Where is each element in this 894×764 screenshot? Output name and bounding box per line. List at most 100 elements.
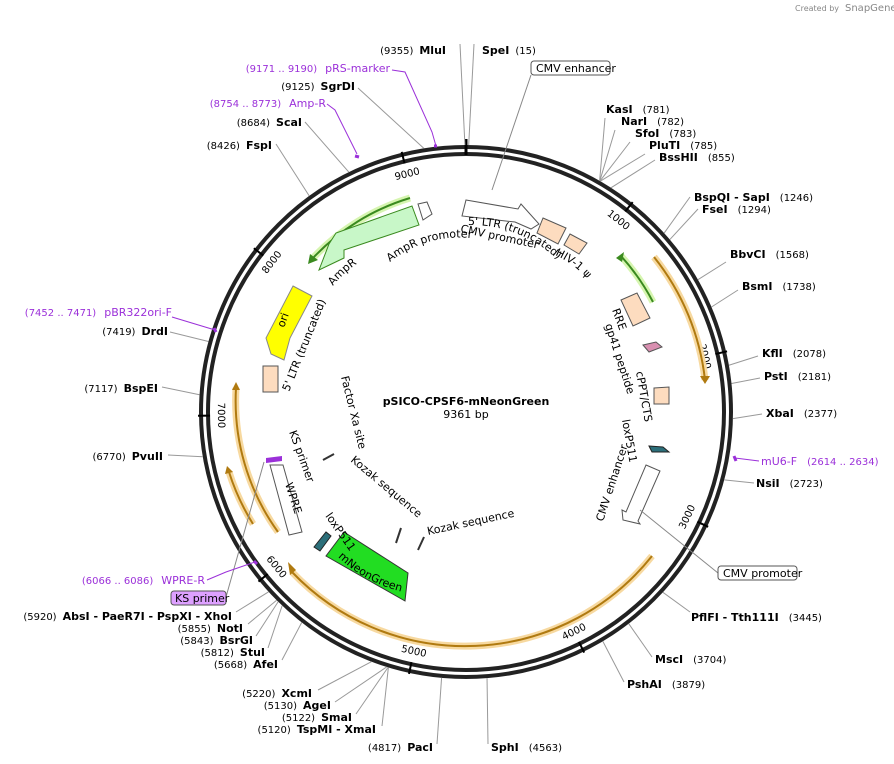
tick-mark xyxy=(578,641,586,653)
cppt-feature xyxy=(653,386,670,405)
primer-name: pRS-marker xyxy=(325,62,390,75)
primer-labels: (9171 .. 9190) pRS-marker (8754 .. 8773)A… xyxy=(25,62,879,587)
hiv-psi-feature xyxy=(563,233,588,255)
primer-name: mU6-F xyxy=(761,455,797,468)
primer-name: pBR322ori-F xyxy=(104,306,172,319)
site-leader-line xyxy=(167,454,203,458)
site-leader-line xyxy=(334,666,387,703)
site-label: (4817)PacI xyxy=(368,741,433,754)
site-label: (5220)XcmI xyxy=(242,687,312,700)
site-leader-line xyxy=(697,261,727,281)
tick-label: 9000 xyxy=(394,166,421,183)
site-leader-line xyxy=(247,599,277,625)
site-leader-line xyxy=(381,667,389,727)
site-label: PflFI - Tth111I(3445) xyxy=(691,611,822,624)
kozak2-label: Kozak sequence xyxy=(426,507,516,538)
snapgene-logo-text: SnapGene xyxy=(845,3,894,14)
site-leader-line xyxy=(669,208,699,240)
site-label: (7419)DrdI xyxy=(102,325,168,338)
site-leader-line xyxy=(728,355,759,366)
site-leader-line xyxy=(599,129,616,182)
site-leader-line xyxy=(711,289,739,308)
site-label: (9355)MluI xyxy=(380,44,446,57)
site-leader-line xyxy=(459,43,466,146)
site-label: BbvCI(1568) xyxy=(730,248,809,261)
site-label: (5812)StuI xyxy=(201,646,265,659)
cmv-enhancer-label: CMV enhancer xyxy=(593,442,630,523)
site-leader-line xyxy=(731,377,761,385)
primer-range: (2614 .. 2634) xyxy=(807,457,879,468)
site-label: PstI(2181) xyxy=(764,370,831,383)
cmv-promoter-callout-text: CMV promoter xyxy=(723,567,803,580)
site-leader-line xyxy=(724,479,755,484)
site-label: FseI(1294) xyxy=(702,203,771,216)
svg-text:(6066 .. 6086)WPRE-R: (6066 .. 6086)WPRE-R xyxy=(82,574,205,587)
site-leader-line xyxy=(357,87,425,149)
site-label: PluTI(785) xyxy=(649,139,717,152)
site-leader-line xyxy=(602,641,625,683)
svg-text:mU6-F(2614 .. 2634): mU6-F (2614 .. 2634) xyxy=(761,455,879,468)
site-leader-line xyxy=(599,141,631,182)
site-leader-line xyxy=(255,601,279,637)
tick-label: 5000 xyxy=(400,644,427,660)
primer-name: WPRE-R xyxy=(161,574,205,587)
site-leader-line xyxy=(275,143,310,197)
site-label: (5920)AbsI - PaeR7I - PspXI - XhoI xyxy=(23,610,232,623)
site-leader-line xyxy=(317,661,372,691)
tick-mark xyxy=(624,201,634,213)
gp41-label: gp41 peptide xyxy=(602,322,637,396)
site-label: NarI(782) xyxy=(621,115,684,128)
site-leader-line xyxy=(235,591,269,613)
ampr-promoter-label: AmpR promoter xyxy=(384,227,473,264)
site-leader-line xyxy=(281,622,303,661)
svg-text:(8754 .. 8773)Amp-R: (8754 .. 8773)Amp-R xyxy=(210,97,327,110)
site-label: (5668)AfeI xyxy=(214,658,278,671)
site-label: BspQI - SapI(1246) xyxy=(694,191,813,204)
site-label: SfoI(783) xyxy=(635,127,696,140)
factor-xa-feature xyxy=(322,453,335,461)
callouts: CMV enhancer CMV promoter KS primer xyxy=(170,60,803,606)
site-label: BsmI(1738) xyxy=(742,280,816,293)
site-label: (5855)NotI xyxy=(178,622,243,635)
tick-label: 7000 xyxy=(215,403,226,429)
site-label: BssHII(855) xyxy=(659,151,735,164)
ks-primer-callout-text: KS primer xyxy=(175,592,230,605)
site-leader-line xyxy=(355,667,389,715)
site-leader-line xyxy=(468,43,475,146)
credit-text: Created by xyxy=(795,4,839,13)
site-label: (8684)ScaI xyxy=(237,116,302,129)
site-label: (9125)SgrDI xyxy=(281,80,355,93)
site-leader-line xyxy=(599,117,606,181)
kozak1-label: Kozak sequence xyxy=(348,453,425,520)
tick-mark xyxy=(253,247,264,257)
cmv-promoter-feature xyxy=(461,199,540,230)
wpre-feature xyxy=(269,464,303,536)
primer-range: (7452 .. 7471) xyxy=(25,308,97,319)
site-label: (5843)BsrGI xyxy=(180,634,253,647)
cmv-enhancer-callout xyxy=(530,60,611,76)
site-labels: (9355)MluI SpeI(15) KasI(781) NarI(782) … xyxy=(23,44,837,754)
orf-arc-right xyxy=(651,254,709,381)
rre-feature xyxy=(620,292,651,327)
orf-arcs xyxy=(225,254,710,650)
tick-mark xyxy=(715,350,728,356)
plasmid-length: 9361 bp xyxy=(443,408,488,421)
site-leader-line xyxy=(610,159,656,189)
backbone xyxy=(199,139,733,679)
site-label: (5130)AgeI xyxy=(264,699,331,712)
ampr-arcs xyxy=(308,194,657,304)
site-label: PshAI(3879) xyxy=(627,678,705,691)
cmv-enhancer-callout-text: CMV enhancer xyxy=(536,62,616,75)
svg-text:AmpR promoter: AmpR promoter xyxy=(384,227,473,264)
site-label: (5122)SmaI xyxy=(282,711,352,724)
site-label: (8426)FspI xyxy=(207,139,272,152)
features xyxy=(262,199,671,602)
site-leader-line xyxy=(732,413,763,420)
site-leader-line xyxy=(161,386,200,396)
site-leader-line xyxy=(267,605,283,649)
primer-range: (9171 .. 9190) xyxy=(246,64,318,75)
tick-mark xyxy=(407,661,413,675)
tick-mark xyxy=(257,573,269,583)
svg-text:(9171 .. 9190)pRS-marker: (9171 .. 9190) pRS-marker xyxy=(246,62,391,75)
tick-mark xyxy=(696,520,709,528)
